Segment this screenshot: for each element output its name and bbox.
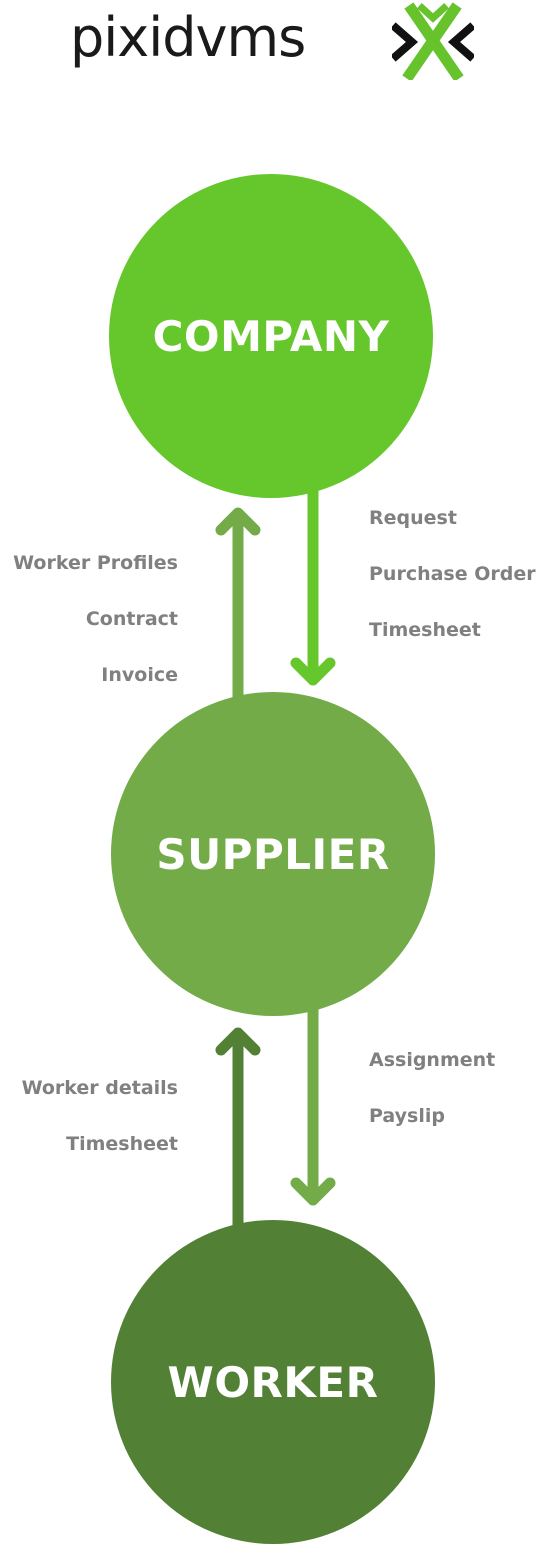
flow-label-timesheet-worker: Timesheet bbox=[66, 1133, 178, 1155]
worker-label: WORKER bbox=[167, 1357, 379, 1407]
arrow-worker-to-supplier bbox=[215, 1027, 261, 1234]
pixid-x-mark-icon bbox=[392, 2, 474, 80]
worker-node: WORKER bbox=[111, 1220, 435, 1544]
flow-label-timesheet-company: Timesheet bbox=[369, 619, 481, 641]
supplier-node: SUPPLIER bbox=[111, 692, 435, 1016]
pixidvms-logo: pixidvms bbox=[70, 0, 480, 86]
arrow-supplier-to-worker bbox=[290, 1004, 336, 1206]
flow-label-assignment: Assignment bbox=[369, 1049, 496, 1071]
flow-label-purchase-order: Purchase Order bbox=[369, 563, 536, 585]
flow-label-contract: Contract bbox=[85, 608, 178, 630]
flow-label-request: Request bbox=[369, 507, 457, 529]
flow-label-worker-details: Worker details bbox=[21, 1077, 178, 1099]
arrow-supplier-to-company bbox=[215, 507, 261, 706]
arrow-company-to-supplier bbox=[290, 484, 336, 686]
flow-label-worker-profiles: Worker Profiles bbox=[13, 552, 178, 574]
logo-wordmark: pixidvms bbox=[70, 6, 306, 69]
flow-label-payslip: Payslip bbox=[369, 1105, 445, 1127]
company-label: COMPANY bbox=[152, 311, 390, 361]
company-node: COMPANY bbox=[109, 174, 433, 498]
flow-label-invoice: Invoice bbox=[101, 664, 178, 686]
supplier-label: SUPPLIER bbox=[156, 829, 390, 879]
